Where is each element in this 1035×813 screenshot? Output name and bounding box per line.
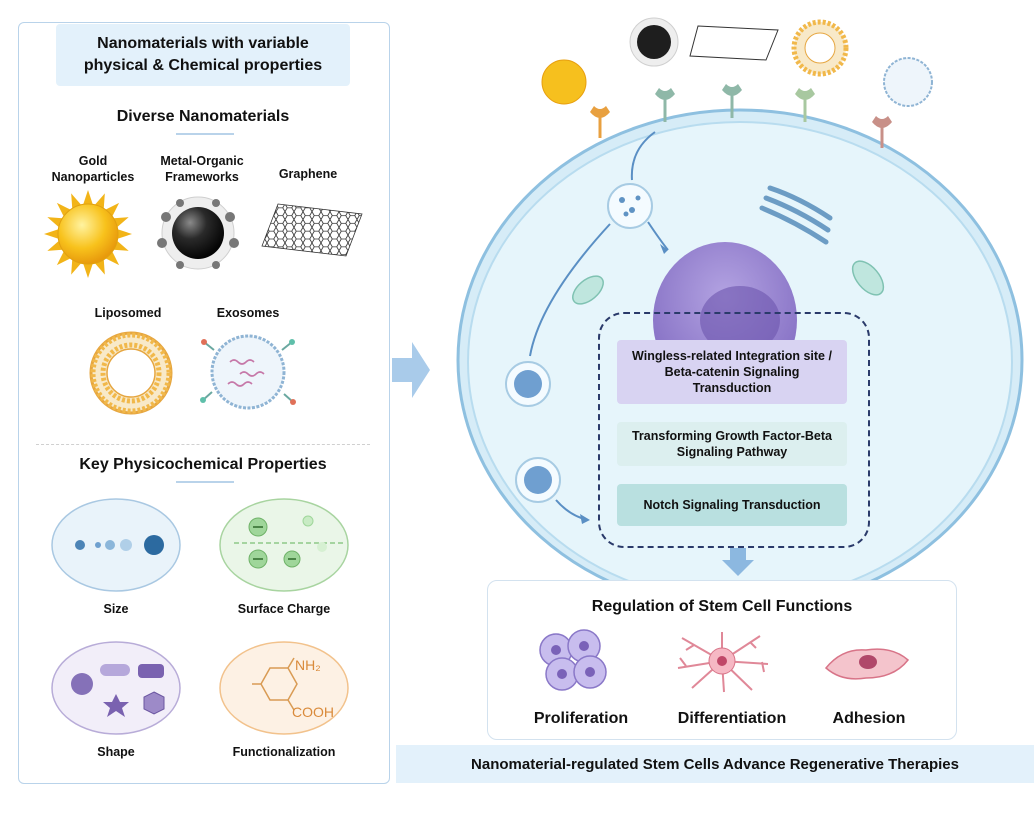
liposome-icon <box>89 331 173 415</box>
sun-ray <box>113 217 129 228</box>
differentiation-icon <box>677 632 769 693</box>
sun-ray <box>83 190 93 205</box>
tgf-pathway-box: Transforming Growth Factor-Beta Signalin… <box>617 422 847 466</box>
down-arrow-icon <box>722 548 754 576</box>
exosome-label: Exosomes <box>216 306 280 320</box>
adhesion-label: Adhesion <box>832 710 906 727</box>
shape-property-icon <box>51 641 181 735</box>
key-properties-title: Key Physicochemical Properties <box>79 456 327 473</box>
sun-ray <box>44 229 59 239</box>
notch-pathway-label: Notch Signaling Transduction <box>643 498 821 512</box>
graphene-icon <box>261 203 363 257</box>
title-underline <box>176 481 234 483</box>
liposome-label: Liposomed <box>94 306 162 320</box>
adhesion-icon <box>824 648 910 680</box>
mof-label: Metal-Organic Frameworks <box>160 154 244 184</box>
signaling-pathway-box <box>598 312 870 548</box>
sun-ray <box>71 259 82 275</box>
title-underline <box>176 133 234 135</box>
exosome-icon <box>200 334 296 410</box>
graphene-label: Graphene <box>278 167 338 181</box>
surface-charge-label: Surface Charge <box>237 602 331 616</box>
functionalization-label: Functionalization <box>232 745 336 759</box>
regulation-title: Regulation of Stem Cell Functions <box>591 598 853 615</box>
section-divider <box>36 444 370 445</box>
sun-ray <box>83 263 93 278</box>
surface-charge-icon <box>219 498 349 592</box>
notch-pathway-box: Notch Signaling Transduction <box>617 484 847 526</box>
sun-ray <box>94 193 105 209</box>
flow-arrow-icon <box>392 342 430 398</box>
sun-ray <box>71 193 82 209</box>
diverse-nanomaterials-title: Diverse Nanomaterials <box>116 108 290 125</box>
gold-nanoparticle-icon <box>44 190 132 278</box>
nanomaterials-header-text: Nanomaterials with variable physical & C… <box>83 35 323 74</box>
sun-ray <box>94 259 105 275</box>
size-property-icon <box>51 498 181 592</box>
nanomaterials-header: Nanomaterials with variable physical & C… <box>56 24 350 86</box>
wnt-pathway-box: Wingless-related Integration site / Beta… <box>617 340 847 404</box>
proliferation-icon <box>539 629 607 691</box>
footer-text: Nanomaterial-regulated Stem Cells Advanc… <box>471 755 959 773</box>
differentiation-label: Differentiation <box>677 710 787 727</box>
shape-label: Shape <box>97 745 135 759</box>
sun-ray <box>47 217 63 228</box>
mof-icon <box>157 196 239 270</box>
wnt-pathway-label: Wingless-related Integration site / Beta… <box>632 349 832 395</box>
proliferation-label: Proliferation <box>533 710 629 727</box>
size-label: Size <box>103 602 129 616</box>
tgf-pathway-label: Transforming Growth Factor-Beta Signalin… <box>631 429 833 459</box>
sun-ray <box>47 240 63 251</box>
footer-banner: Nanomaterial-regulated Stem Cells Advanc… <box>396 745 1034 783</box>
amine-group-label: NH₂ <box>295 657 321 673</box>
gold-nanoparticles-label: Gold Nanoparticles <box>51 154 135 184</box>
sun-ray <box>117 229 132 239</box>
functionalization-icon <box>219 641 349 735</box>
sun-ray <box>113 240 129 251</box>
carboxyl-group-label: COOH <box>292 704 334 720</box>
